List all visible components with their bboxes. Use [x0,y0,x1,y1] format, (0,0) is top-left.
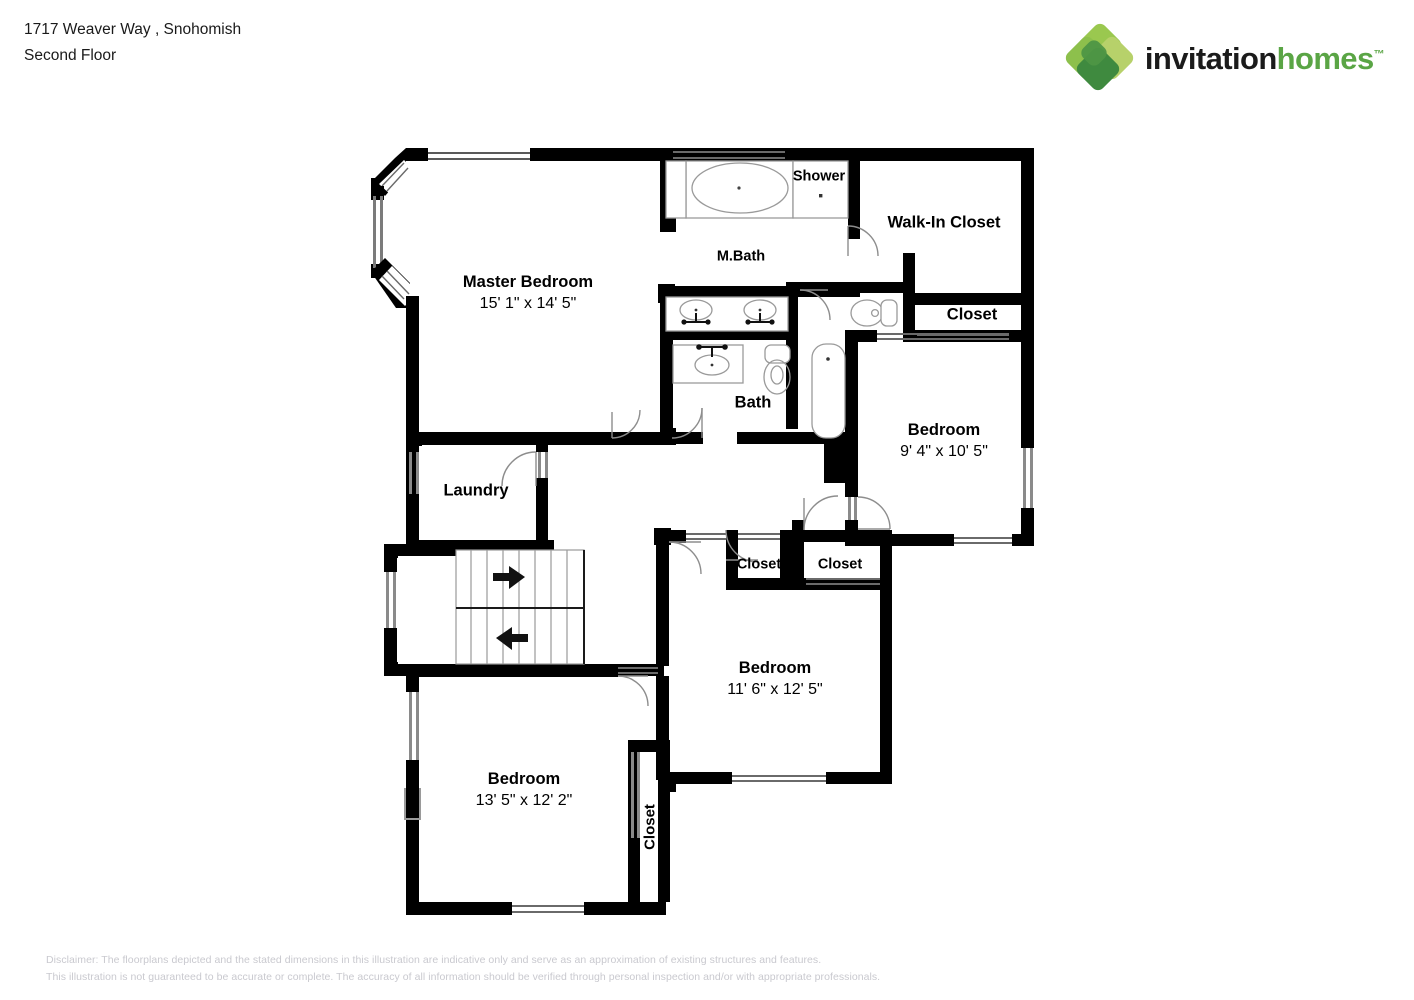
room-dimensions: 9' 4" x 10' 5" [900,443,988,460]
room-label-closet-master: Closet [947,305,997,326]
room-name: Bedroom [907,421,981,439]
room-label-walk-in-closet: Walk-In Closet [887,213,1000,234]
room-name: Master Bedroom [462,273,594,291]
door-swing-group [501,225,891,707]
logo-trademark: ™ [1373,48,1385,61]
room-dimensions: 15' 1" x 14' 5" [479,295,577,312]
room-name: M.Bath [716,248,766,265]
room-name: Bedroom [738,659,812,677]
wall-group [371,148,1034,915]
room-label-bedroom-center: Bedroom 11' 6" x 12' 5" [727,658,822,700]
stairs-up-arrow [493,566,525,589]
room-dimensions: 11' 6" x 12' 5" [727,681,823,698]
room-name: Walk-In Closet [887,213,1001,232]
room-label-bath: Bath [735,393,772,414]
room-label-bedroom-lower: Bedroom 13' 5" x 12' 2" [476,769,573,811]
disclaimer-line-1: Disclaimer: The floorplans depicted and … [46,954,822,966]
room-name: Shower [792,168,846,185]
invitation-homes-logo: invitationhomes™ [1062,20,1385,94]
room-label-closet-lower: Closet [640,804,661,850]
room-name: Laundry [443,481,509,500]
room-label-master-bedroom: Master Bedroom 15' 1" x 14' 5" [463,272,593,314]
disclaimer: Disclaimer: The floorplans depicted and … [46,952,880,986]
room-name: Bedroom [487,770,561,788]
floor-subtitle: Second Floor [24,47,117,64]
room-label-bedroom-right: Bedroom 9' 4" x 10' 5" [900,420,988,462]
room-dimensions: 13' 5" x 12' 2" [475,792,573,809]
room-name: Closet [736,556,782,573]
room-label-laundry: Laundry [443,481,508,502]
room-label-closet-right: Closet [818,555,862,576]
room-name: Closet [817,556,863,573]
logo-word-invitation: invitation [1144,40,1277,76]
room-name: Bath [734,393,772,412]
logo-wordmark: invitationhomes™ [1144,40,1385,76]
stairs-down-arrow [496,627,528,650]
room-label-closet-left: Closet [737,555,781,576]
room-name: Closet [946,305,998,324]
disclaimer-line-2: This illustration is not guaranteed to b… [46,971,881,983]
stairs-group [455,549,585,665]
room-name: Closet [641,804,659,850]
room-label-m-bath: M.Bath [717,247,765,268]
page-title: 1717 Weaver Way , Snohomish [24,21,242,38]
room-label-shower: Shower [793,167,845,188]
logo-word-homes: homes [1276,40,1375,76]
fixture-group [665,160,898,439]
